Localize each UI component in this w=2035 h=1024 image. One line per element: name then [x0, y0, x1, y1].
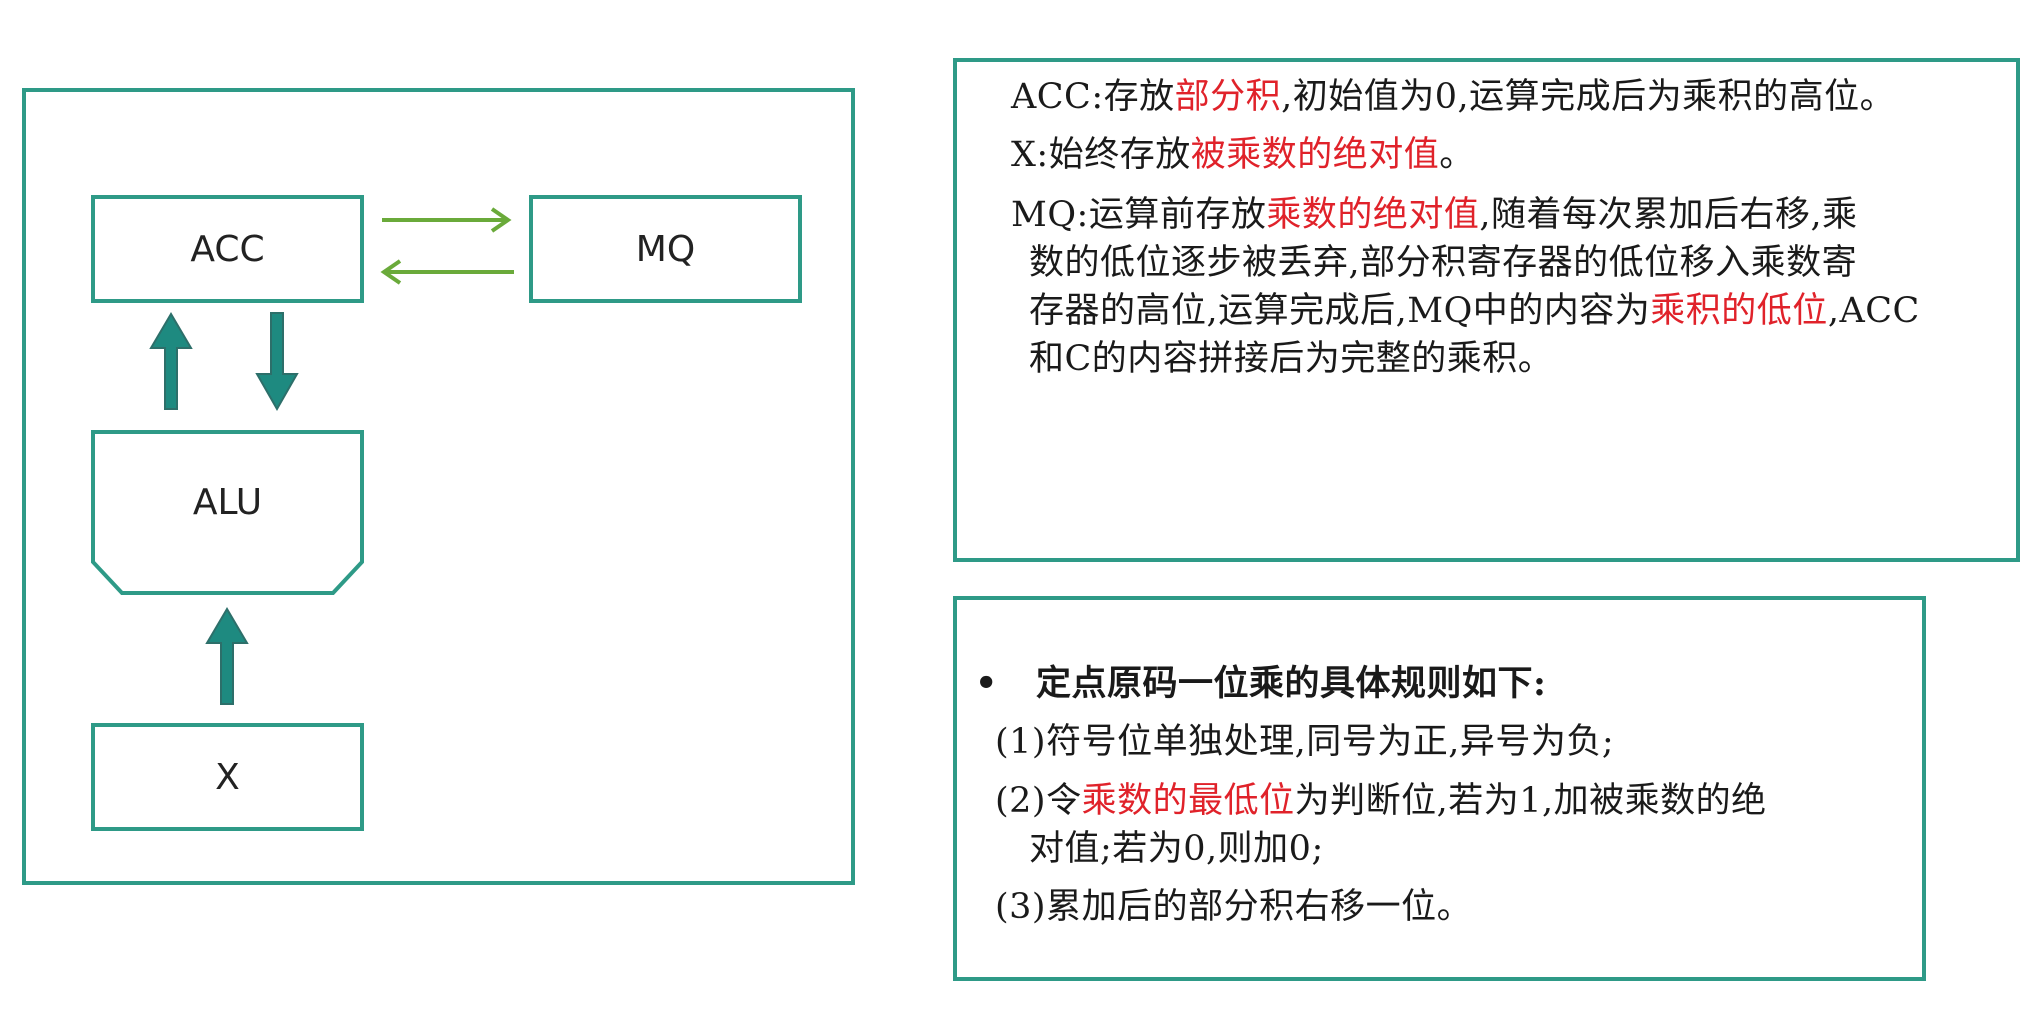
alu-to-acc-arrow	[149, 312, 193, 410]
x-description: X:始终存放被乘数的绝对值。	[1011, 135, 1475, 175]
acc-highlight: 部分积	[1174, 77, 1282, 117]
bullet-icon: •	[975, 663, 998, 704]
x-to-alu-arrow	[205, 607, 249, 705]
mq-description-line1: MQ:运算前存放乘数的绝对值,随着每次累加后右移,乘	[1011, 195, 1858, 235]
mq-label: MQ	[635, 228, 696, 270]
mq-description-line3: 存器的高位,运算完成后,MQ中的内容为乘积的低位,ACC	[1029, 291, 1920, 331]
diagram-arrows	[149, 207, 514, 705]
rules-heading: • 定点原码一位乘的具体规则如下:	[975, 663, 1547, 704]
mq-register: MQ	[529, 195, 802, 303]
x-label: X	[215, 756, 240, 798]
rule2-highlight: 乘数的最低位	[1081, 781, 1295, 821]
rule-3: (3)累加后的部分积右移一位。	[995, 887, 1473, 927]
alu-label: ALU	[192, 482, 263, 523]
alu-unit: ALU	[91, 430, 364, 595]
mq-to-acc-arrow	[380, 259, 514, 285]
product-low-highlight: 乘积的低位	[1650, 291, 1828, 331]
register-description-panel: ACC:存放部分积,初始值为0,运算完成后为乘积的高位。 X:始终存放被乘数的绝…	[953, 58, 2020, 562]
x-highlight: 被乘数的绝对值	[1190, 135, 1440, 175]
mq-description-line4: 和C的内容拼接后为完整的乘积。	[1029, 339, 1554, 379]
acc-label: ACC	[190, 228, 265, 270]
mq-description-line2: 数的低位逐步被丢弃,部分积寄存器的低位移入乘数寄	[1029, 243, 1858, 283]
acc-description: ACC:存放部分积,初始值为0,运算完成后为乘积的高位。	[1011, 77, 1896, 117]
acc-register: ACC	[91, 195, 364, 303]
acc-to-alu-arrow	[255, 312, 299, 412]
rule-2: (2)令乘数的最低位为判断位,若为1,加被乘数的绝	[995, 781, 1767, 821]
acc-to-mq-arrow	[382, 207, 512, 233]
diagram-frame: ACC MQ X ALU	[22, 88, 855, 885]
mq-highlight: 乘数的绝对值	[1266, 195, 1480, 235]
alu-shape	[91, 430, 364, 595]
x-register: X	[91, 723, 364, 831]
rule-2-continued: 对值;若为0,则加0;	[1029, 829, 1324, 869]
rule-1: (1)符号位单独处理,同号为正,异号为负;	[995, 722, 1615, 762]
multiplication-rules-panel: • 定点原码一位乘的具体规则如下: (1)符号位单独处理,同号为正,异号为负; …	[953, 596, 1926, 981]
